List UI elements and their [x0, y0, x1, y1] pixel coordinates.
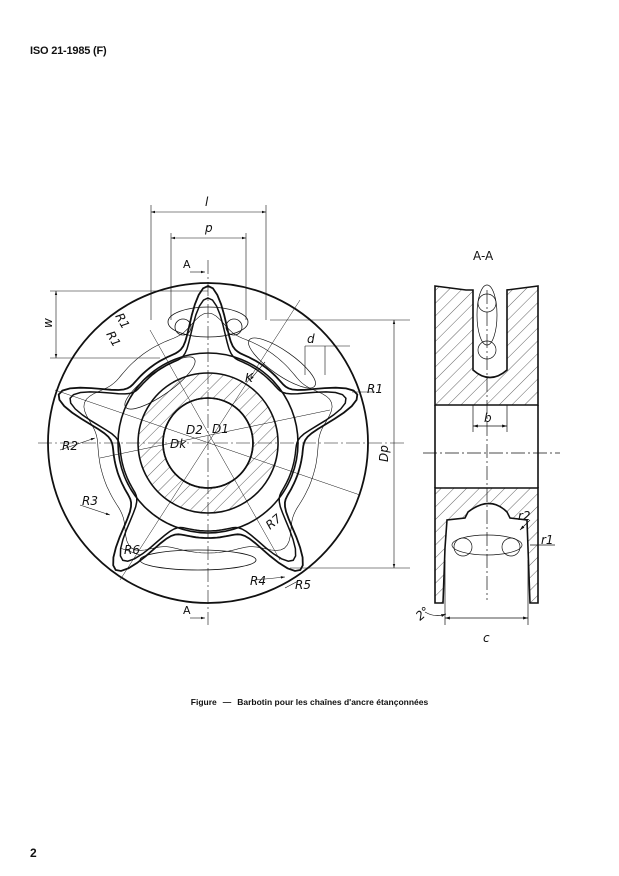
label-r5: R5	[295, 578, 311, 592]
label-d1: D1	[212, 422, 229, 436]
label-d: d	[307, 332, 315, 346]
label-r1-a: R1	[112, 311, 132, 332]
chain-link-left	[124, 356, 196, 410]
dimension-lines	[50, 205, 410, 620]
link-end	[225, 318, 243, 336]
link-end	[453, 537, 473, 557]
label-dk: Dk	[170, 437, 187, 451]
link-end	[501, 537, 521, 557]
label-dp: Dp	[377, 445, 391, 462]
section-mark-bottom: A	[183, 604, 191, 617]
section-title: A-A	[473, 249, 494, 263]
caption-dash: —	[222, 697, 232, 707]
link-end	[174, 318, 192, 336]
label-r4: R4	[250, 574, 266, 588]
label-r7: R7	[263, 511, 285, 532]
label-r6: R6	[124, 543, 140, 557]
label-angle: 2°	[413, 604, 432, 623]
caption-text: Barbotin pour les chaînes d'ancre étanço…	[237, 697, 429, 707]
page-number: 2	[30, 846, 37, 860]
label-r1-c: R1	[367, 382, 383, 396]
front-view	[38, 205, 410, 625]
figure-caption: Figure — Barbotin pour les chaînes d'ancre…	[0, 697, 619, 707]
label-l: l	[205, 195, 209, 209]
section-lower-hatched	[434, 487, 539, 604]
label-r2: R2	[62, 439, 78, 453]
section-upper-hatched	[434, 285, 539, 406]
document-header: ISO 21-1985 (F)	[30, 45, 107, 57]
label-p: p	[204, 221, 213, 235]
section-mark-top: A	[183, 258, 191, 271]
chain-link-bottom	[139, 549, 257, 571]
diameter-leaders	[54, 299, 361, 581]
label-d2: D2	[186, 423, 203, 437]
caption-label: Figure	[190, 697, 217, 707]
label-r3: R3	[82, 494, 98, 508]
label-r1-b: R1	[103, 329, 123, 350]
label-w: w	[41, 318, 55, 328]
section-view	[423, 284, 560, 625]
label-r1-section: r1	[541, 533, 554, 547]
chain-link-right	[248, 337, 316, 389]
label-c: c	[483, 631, 490, 645]
label-r2-section: r2	[518, 509, 531, 523]
label-k: K	[245, 371, 254, 385]
label-b: b	[484, 411, 492, 425]
